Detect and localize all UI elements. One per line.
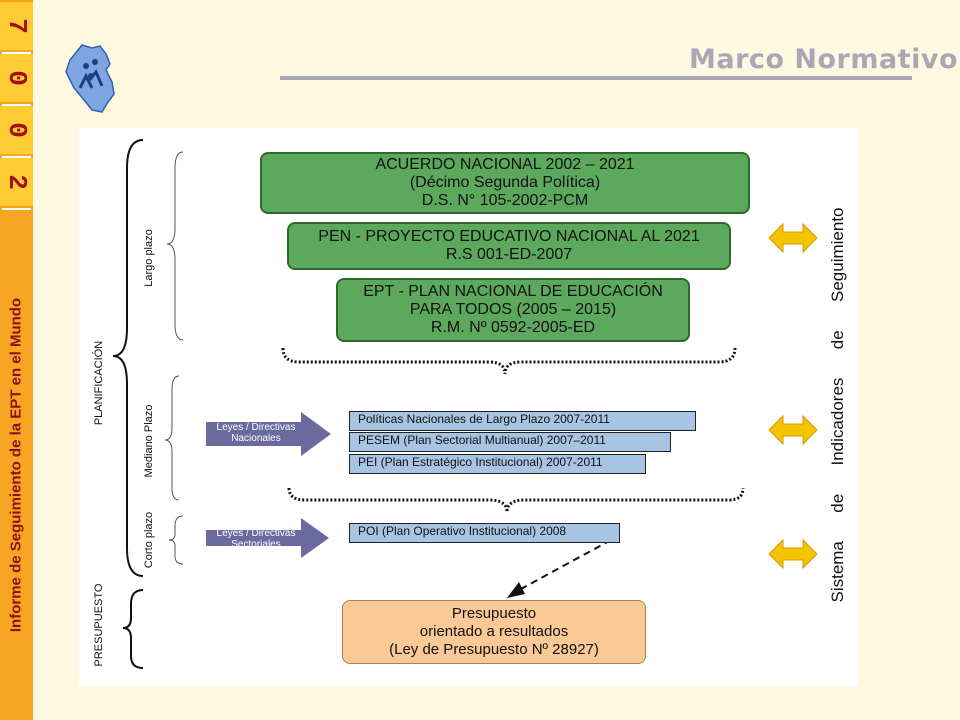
title-underline	[280, 76, 912, 80]
double-arrow-top	[768, 222, 818, 254]
page-title: Marco Normativo	[689, 44, 958, 75]
long-term-label: Largo plazo	[143, 229, 155, 287]
divider	[2, 104, 31, 106]
year-digit: 0	[1, 122, 32, 138]
box-line: (Décimo Segunda Política)	[409, 174, 601, 191]
poi-box: POI (Plan Operativo Institucional) 2008	[349, 523, 620, 543]
arrow-sectoriales-label: Leyes / Directivas Sectoriales	[206, 528, 306, 550]
budget-label: PRESUPUESTO	[93, 583, 105, 667]
arrow-text-line: Leyes / Directivas	[216, 528, 296, 539]
pei-box: PEI (Plan Estratégico Institucional) 200…	[349, 454, 646, 474]
divider	[2, 156, 31, 158]
year-digit: 2	[1, 174, 32, 190]
arrow-sectoriales-shape	[206, 518, 329, 558]
report-title: Informe de Seguimiento de la EPT en el M…	[7, 297, 25, 633]
dotted-brace-top	[281, 347, 737, 375]
sidebar: 7 0 0 2 Informe de Seguimiento de la EPT…	[0, 0, 33, 720]
label-word: Seguimiento	[828, 207, 847, 302]
dotted-brace-bottom	[287, 487, 745, 513]
box-line: PARA TODOS (2005 – 2015)	[409, 301, 617, 318]
diagram-lines	[112, 139, 818, 669]
box-line: ACUERDO NACIONAL 2002 – 2021	[375, 156, 635, 173]
presupuesto-box: Presupuesto orientado a resultados (Ley …	[342, 600, 646, 664]
divider	[2, 208, 31, 210]
long-term-brace	[166, 151, 184, 341]
dashed-arrow-line	[518, 539, 612, 591]
divider	[2, 52, 31, 54]
double-arrow-middle	[768, 414, 818, 446]
label-word: de	[828, 330, 847, 350]
double-arrow-bottom	[768, 538, 818, 570]
box-line: orientado a resultados	[419, 623, 569, 640]
medium-term-brace	[164, 375, 180, 501]
arrow-nacionales-shape	[206, 412, 331, 456]
arrow-nacionales-label: Leyes / Directivas Nacionales	[206, 422, 306, 444]
box-line: R.S 001-ED-2007	[445, 246, 573, 263]
box-line: EPT - PLAN NACIONAL DE EDUCACIÓN	[363, 283, 663, 300]
system-indicators-label: Sistema de Indicadores de Seguimiento	[828, 207, 848, 602]
diagram-panel: PLANIFICACIÓN PRESUPUESTO Largo plazo Me…	[79, 128, 858, 686]
ept-box: EPT - PLAN NACIONAL DE EDUCACIÓN PARA TO…	[336, 278, 690, 342]
planning-label: PLANIFICACIÓN	[93, 340, 105, 426]
short-term-brace	[168, 515, 184, 565]
arrow-text-line: Nacionales	[231, 433, 281, 444]
acuerdo-nacional-box: ACUERDO NACIONAL 2002 – 2021 (Décimo Seg…	[260, 152, 750, 214]
year-digit: 7	[1, 18, 32, 34]
year-digit-cell: 0	[0, 106, 33, 154]
box-line: R.M. Nº 0592-2005-ED	[430, 319, 596, 336]
peru-map-logo	[65, 44, 115, 113]
dashed-arrow-head	[507, 582, 525, 598]
box-line: D.S. N° 105-2002-PCM	[421, 192, 589, 209]
arrow-text-line: Leyes / Directivas	[216, 422, 296, 433]
pen-box: PEN - PROYECTO EDUCATIVO NACIONAL AL 202…	[287, 222, 731, 270]
medium-term-label: Mediano Plazo	[143, 404, 155, 478]
box-line: (Ley de Presupuesto Nº 28927)	[389, 641, 599, 658]
short-term-label: Corto plazo	[143, 511, 155, 569]
box-line: Presupuesto	[451, 605, 537, 622]
year-digit-cell: 2	[0, 158, 33, 206]
label-word: Indicadores	[828, 377, 847, 466]
year-digit-cell: 7	[0, 2, 33, 50]
box-line: PEN - PROYECTO EDUCATIVO NACIONAL AL 202…	[318, 228, 700, 245]
year-digit-cell: 0	[0, 54, 33, 102]
politicas-nacionales-box: Políticas Nacionales de Largo Plazo 2007…	[349, 411, 696, 431]
pesem-box: PESEM (Plan Sectorial Multianual) 2007–2…	[349, 432, 671, 452]
arrow-text-line: Sectoriales	[231, 539, 281, 550]
label-word: Sistema	[828, 541, 847, 603]
planning-brace	[112, 139, 144, 577]
year-digit: 0	[1, 70, 32, 86]
label-word: de	[828, 493, 847, 513]
budget-brace	[122, 589, 144, 669]
